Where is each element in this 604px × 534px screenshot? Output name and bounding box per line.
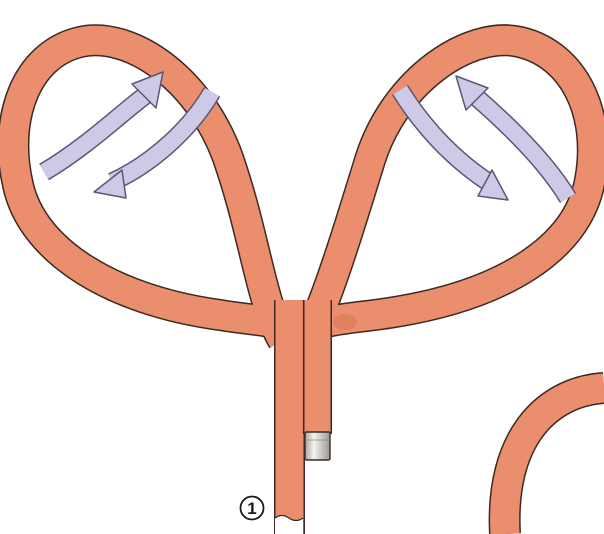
partial-loop-next-panel [505,388,604,534]
step-number-badge: 1 [241,497,264,520]
standing-part [274,300,305,534]
step-number: 1 [247,499,256,518]
whipped-end-cap [305,432,330,460]
working-end [303,300,332,460]
